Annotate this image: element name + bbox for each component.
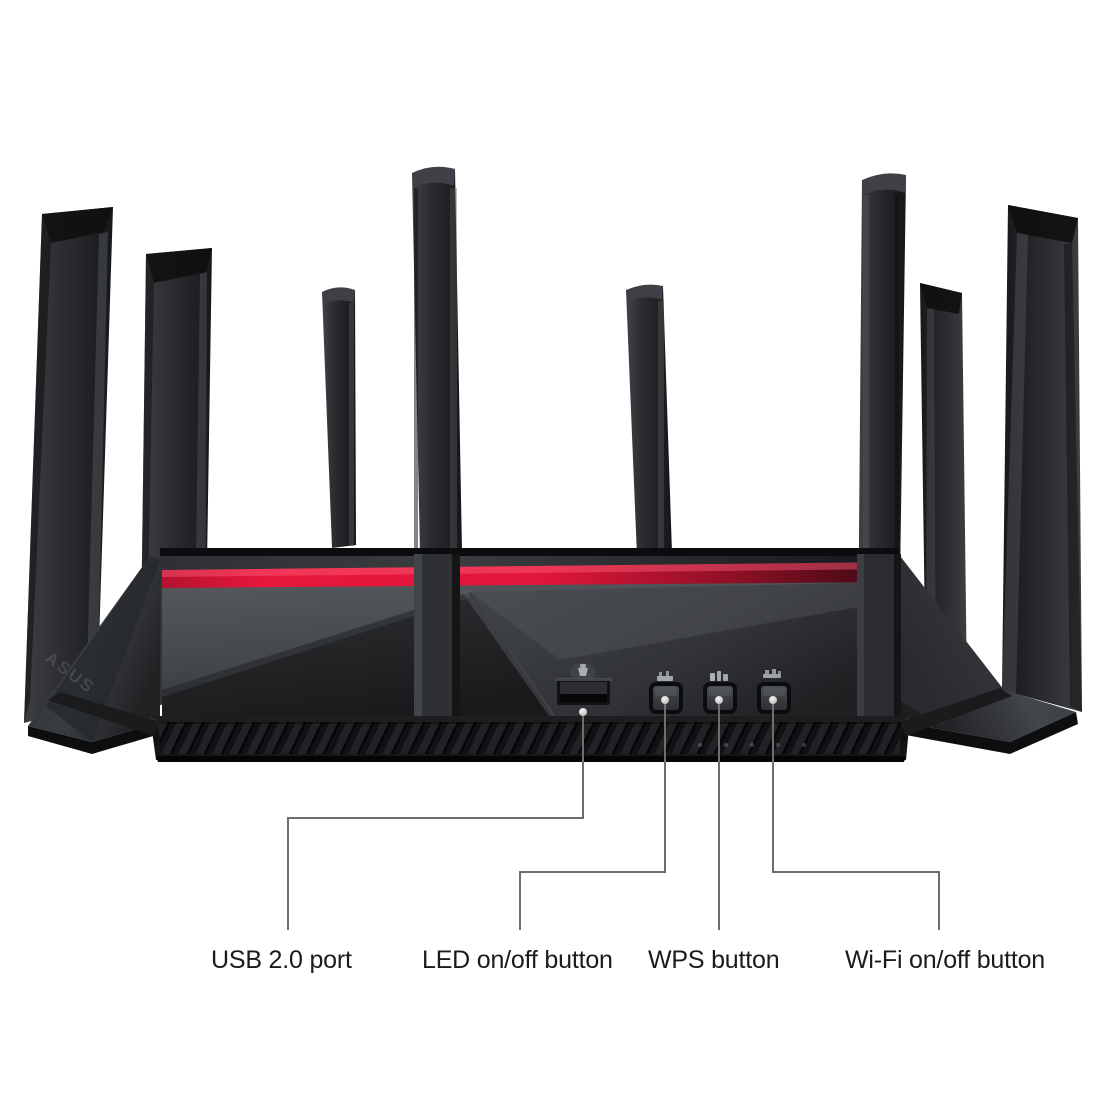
callout-label-wps-button: WPS button [648,946,780,974]
callout-label-usb-2-0-port: USB 2.0 port [211,946,352,974]
leader-line-led [519,700,666,930]
chassis-left-bevel [48,692,160,736]
antenna-center-tall [412,166,462,554]
antenna-right-outer [1002,205,1082,712]
wifi-icon [763,669,781,678]
leader-line-usb [287,712,584,930]
antenna-right-rod [858,173,906,652]
chassis-front-face [162,554,901,726]
callout-label-led-on-off-button: LED on/off button [422,946,613,974]
antenna-left-outer [24,207,113,723]
accent-stripe-red [162,562,898,590]
chassis-right-wing [900,556,1078,754]
antenna-center-right [626,284,672,556]
wps-icon [710,671,728,681]
chassis-right-bevel [900,688,1012,736]
callout-label-wifi-on-off-button: Wi-Fi on/off button [845,946,1045,974]
antenna-left-rod [322,287,356,548]
leader-anchor-dots [579,696,777,716]
leader-line-wifi [772,700,940,930]
led-icon [657,671,673,681]
usb-2-0-port[interactable] [556,663,612,705]
